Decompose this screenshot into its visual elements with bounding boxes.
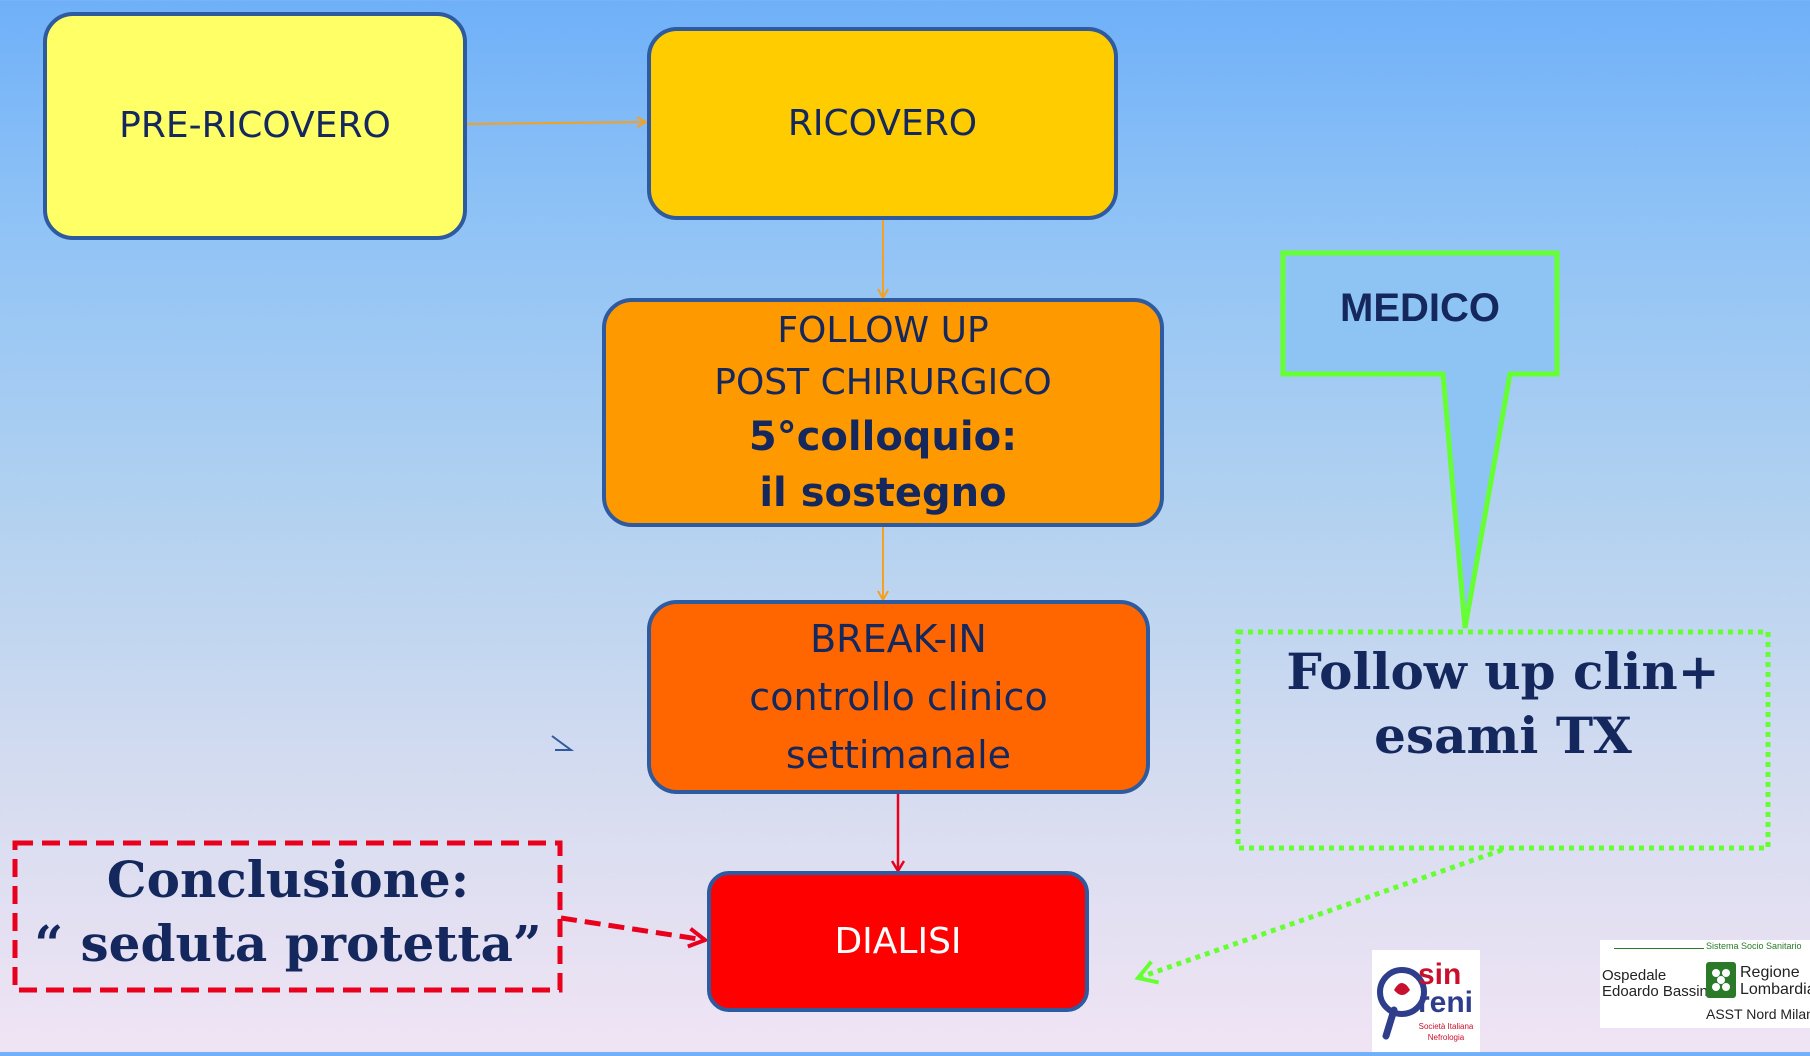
ssr-label: Sistema Socio Sanitario: [1706, 941, 1802, 951]
breakin-line-2: controllo clinico: [749, 675, 1048, 719]
sin-logo-graphic: [1377, 967, 1427, 1040]
followup-tx-line-1: Follow up clin+: [1286, 642, 1720, 701]
medico-label: MEDICO: [1340, 286, 1500, 330]
followup-tx-text: Follow up clin+ esami TX: [1240, 640, 1766, 768]
followup-line-3: 5°colloquio:: [748, 413, 1018, 460]
followup-tx-line-2: esami TX: [1374, 706, 1632, 765]
pre-ricovero-box: PRE-RICOVERO: [43, 12, 467, 240]
arrow-callout-to-dialisi: [1134, 847, 1503, 985]
arrow-conclusione-to-dialisi: [560, 915, 705, 940]
regione-rosa-icon: [1712, 969, 1730, 991]
followup-line-1: FOLLOW UP: [777, 309, 989, 351]
hospital-region-logo: Sistema Socio Sanitario Ospedale Edoardo…: [1600, 940, 1810, 1028]
breakin-box: BREAK-IN controllo clinico settimanale: [647, 600, 1150, 794]
dialisi-box: DIALISI: [707, 871, 1089, 1012]
region-name-1: Regione: [1740, 964, 1800, 981]
followup-tx-dotted-box: [1235, 629, 1771, 851]
sin-wordmark-bottom: reni: [1418, 986, 1474, 1019]
hospital-name-2: Edoardo Bassini: [1602, 983, 1712, 1000]
dialisi-label: DIALISI: [834, 920, 962, 962]
ricovero-label: RICOVERO: [787, 102, 978, 144]
conclusione-line-1: Conclusione:: [106, 850, 470, 909]
conclusione-text: Conclusione: “ seduta protetta”: [18, 848, 558, 976]
region-name-2: Lombardia: [1740, 981, 1810, 998]
breakin-line-3: settimanale: [785, 733, 1012, 777]
breakin-line-1: BREAK-IN: [810, 617, 987, 661]
hospital-name-1: Ospedale: [1602, 967, 1667, 984]
arrow-prericovero-to-ricovero: [466, 122, 646, 124]
pre-ricovero-label: PRE-RICOVERO: [119, 105, 391, 146]
sin-subtitle-2: Nefrologia: [1427, 1033, 1465, 1042]
sin-wordmark-top: sin: [1418, 958, 1462, 991]
sin-logo: sin reni Società Italiana Nefrologia: [1372, 950, 1480, 1052]
stray-mark: [551, 735, 575, 751]
ssr-line: [1614, 948, 1704, 949]
asst-label: ASST Nord Milano: [1706, 1006, 1810, 1022]
medico-callout-shape: [1280, 250, 1560, 629]
followup-box: FOLLOW UP POST CHIRURGICO 5°colloquio: i…: [602, 298, 1164, 527]
followup-line-2: POST CHIRURGICO: [714, 361, 1052, 403]
conclusione-dashed-box: [12, 840, 563, 993]
sin-subtitle-1: Società Italiana: [1418, 1022, 1474, 1031]
followup-line-4: il sostegno: [759, 469, 1007, 516]
ricovero-box: RICOVERO: [647, 27, 1118, 220]
conclusione-line-2: “ seduta protetta”: [34, 914, 542, 973]
regione-flower-icon: [1706, 962, 1736, 998]
